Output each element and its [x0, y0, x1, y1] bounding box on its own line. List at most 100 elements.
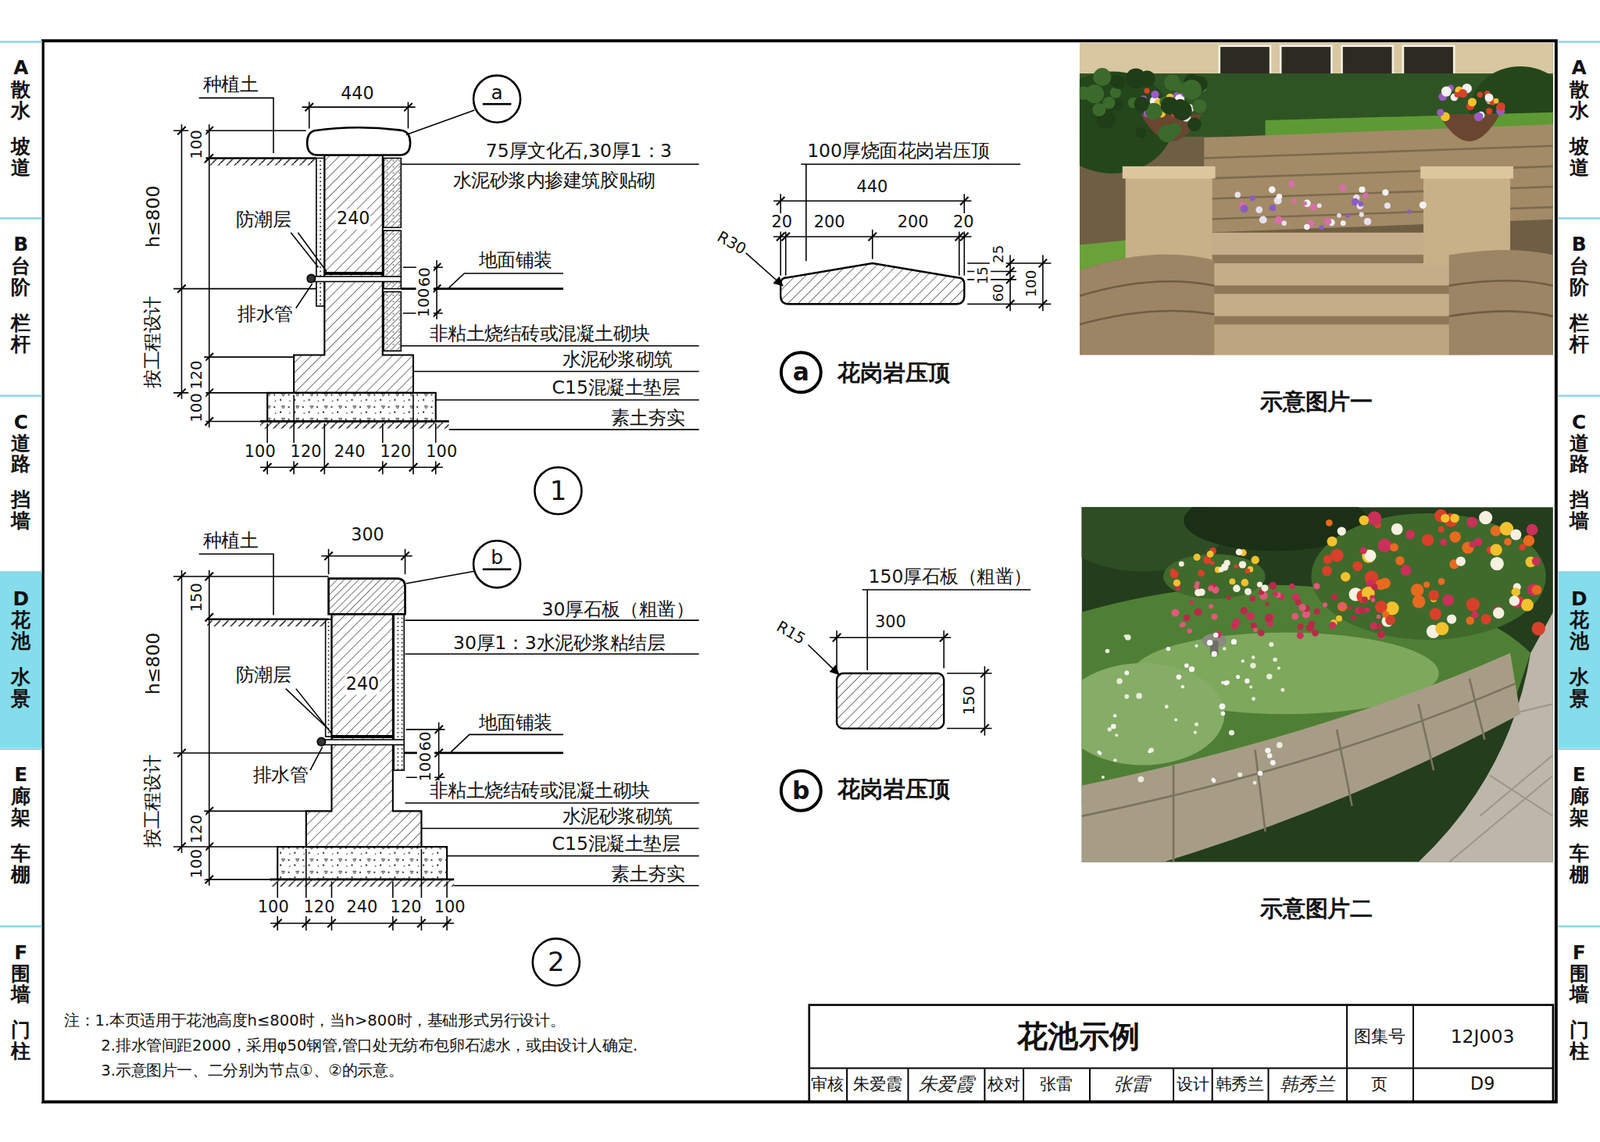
tab-text: 坡道 — [10, 135, 31, 179]
section-detail-two-path — [277, 849, 447, 931]
flower-dot — [1228, 578, 1236, 586]
section-detail-two-path — [177, 572, 186, 852]
dimension-text: 200 — [812, 213, 847, 233]
section-detail-two-line — [405, 802, 700, 804]
detail-heading: 花岗岩压顶 — [836, 775, 951, 802]
flower-dot — [1481, 614, 1492, 625]
section-detail-two-line — [207, 618, 329, 622]
title-block-cell: 图集号 — [1352, 1026, 1407, 1047]
tab-text: C道路 — [10, 410, 31, 475]
flower-dot — [1352, 560, 1363, 572]
flower-dot — [1235, 548, 1243, 556]
section-detail-two-rect — [207, 620, 329, 627]
section-detail-one-rect — [260, 422, 450, 429]
flower-dot — [1526, 524, 1539, 536]
photo-one-rect — [1219, 46, 1271, 77]
section-detail-two-path — [273, 919, 451, 928]
section-tab: B台阶栏杆 — [0, 217, 43, 395]
annotation-label: 30厚石板（粗凿） — [540, 598, 695, 620]
flower-dot — [1274, 215, 1283, 224]
annotation-label: 排水管 — [252, 764, 310, 786]
flower-dot — [1260, 584, 1268, 592]
section-detail-one-line — [296, 283, 313, 308]
section-detail-one-rect — [307, 276, 401, 283]
annotation-label: 非粘土烧结砖或混凝土砌块 — [428, 322, 652, 344]
flower-dot — [1166, 646, 1172, 652]
annotation-label: 按工程设计 — [142, 294, 164, 389]
callout-circle: a — [779, 350, 823, 394]
flower-dot — [1339, 603, 1346, 610]
flower-dot — [1400, 564, 1412, 576]
flower-dot — [1270, 760, 1276, 766]
section-tab: A散水坡道 — [0, 40, 43, 218]
dimension-text: 200 — [896, 213, 930, 233]
flower-dot — [1327, 536, 1338, 547]
flower-dot — [1371, 598, 1375, 603]
section-detail-one-line — [406, 110, 475, 135]
title-block-cell: D9 — [1469, 1074, 1497, 1095]
tab-text: D花池 — [10, 587, 31, 652]
flower-dot — [1340, 571, 1350, 582]
section-detail-two-circle — [317, 737, 325, 746]
section-detail-two-rect — [393, 614, 404, 771]
dimension-text: 240 — [332, 442, 367, 462]
tab-text: 挡墙 — [10, 489, 31, 533]
tab-text: E廊架 — [10, 764, 31, 829]
dimension-text: 300 — [350, 525, 386, 547]
annotation-label: 150厚石板（粗凿） — [867, 565, 1033, 587]
flower-dot — [1405, 529, 1415, 540]
section-detail-one-line — [400, 345, 699, 347]
flower-dot — [1173, 579, 1181, 587]
flower-dot — [1268, 186, 1276, 194]
flower-dot — [1268, 642, 1274, 647]
section-tab: A散水坡道 — [1557, 40, 1600, 218]
flower-dot — [1244, 568, 1250, 574]
section-tab: C道路挡墙 — [1557, 394, 1600, 572]
flower-dot — [1435, 621, 1449, 636]
flower-dot — [1277, 666, 1281, 670]
title-block-rect — [809, 1005, 1554, 1103]
flower-dot — [1306, 624, 1315, 633]
section-detail-one-path — [309, 102, 409, 129]
flower-dot — [1410, 583, 1425, 597]
flower-dot — [1272, 657, 1278, 663]
flower-dot — [1239, 204, 1248, 213]
flower-dot — [1098, 751, 1102, 755]
flower-dot — [1446, 614, 1457, 624]
section-detail-one-line — [208, 124, 211, 428]
callout-letter: 1 — [550, 477, 568, 504]
section-detail-one-line — [449, 428, 700, 431]
flower-dot — [1439, 539, 1447, 547]
flower-dot — [1303, 200, 1311, 208]
flower-dot — [1194, 722, 1199, 727]
flower-dot — [1485, 107, 1493, 115]
flower-dot — [1450, 514, 1460, 524]
flower-dot — [1298, 603, 1306, 611]
section-tab: D花池水景 — [1557, 571, 1600, 748]
flower-dot — [1389, 542, 1399, 552]
flower-dot — [1295, 599, 1302, 606]
sheet-note: 2.排水管间距2000，采用φ50钢管,管口处无纺布包卵石滤水，或由设计人确定. — [100, 1037, 640, 1056]
title-block-line — [1412, 1005, 1415, 1103]
flower-dot — [1490, 525, 1502, 537]
coping-section-b-path — [862, 589, 1032, 671]
tab-text: D花池 — [1569, 587, 1590, 652]
section-detail-one-path — [305, 103, 413, 111]
title-block-cell: 审核 — [810, 1075, 845, 1095]
dimension-text: 100 — [416, 750, 435, 783]
section-detail-one-path — [307, 127, 411, 155]
flower-dot — [1210, 778, 1215, 783]
title-block-line — [809, 1067, 1554, 1070]
coping-section-a-line — [746, 253, 783, 286]
title-block-cell: 校对 — [986, 1075, 1022, 1095]
flower-dot — [1363, 192, 1369, 198]
flower-dot — [1105, 649, 1111, 654]
flower-dot — [1187, 628, 1193, 634]
section-tab: E廊架车棚 — [1557, 748, 1600, 925]
section-detail-two-line — [331, 735, 393, 739]
dimension-text: 240 — [344, 674, 380, 695]
flower-dot — [1137, 776, 1144, 783]
flower-dot — [1184, 663, 1190, 668]
flower-dot — [1251, 655, 1256, 660]
dimension-text: 100 — [256, 897, 290, 917]
